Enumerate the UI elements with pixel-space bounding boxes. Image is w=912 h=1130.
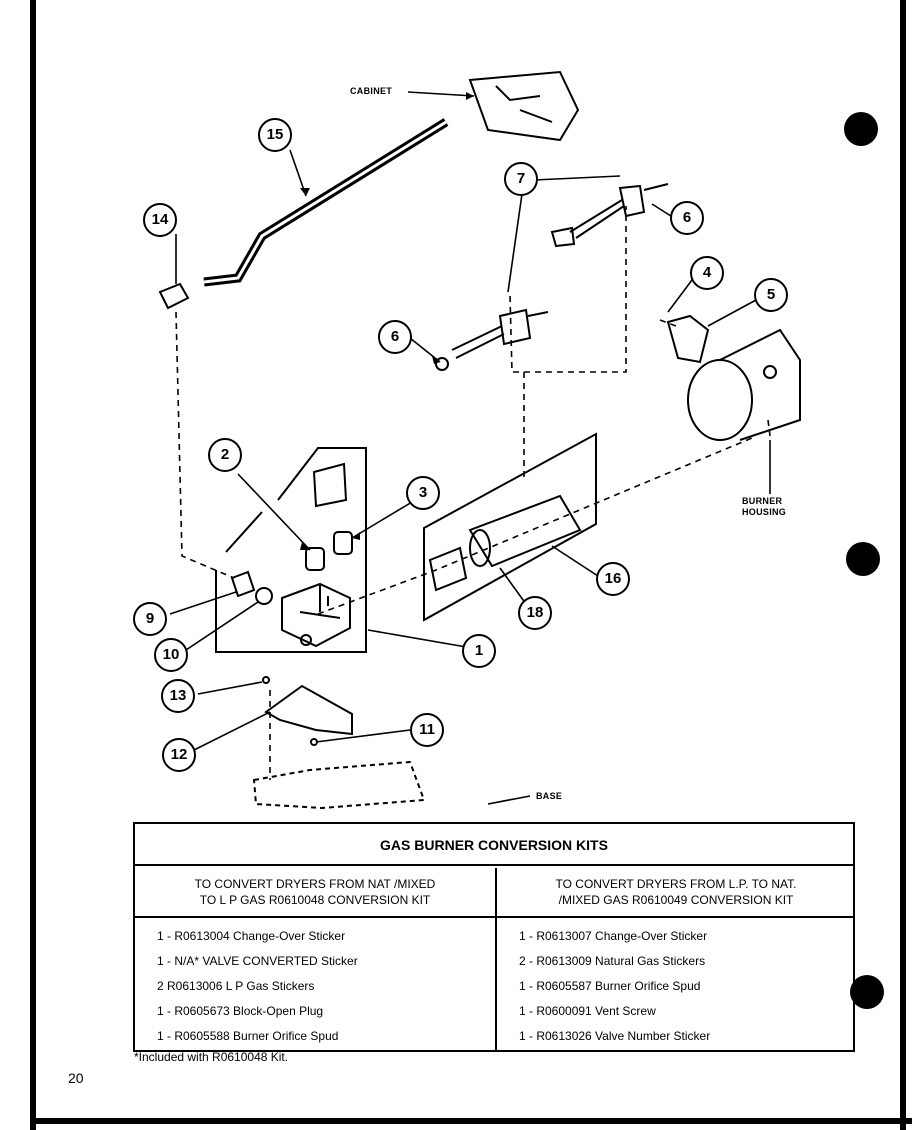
- block-open-plug: [255, 587, 273, 605]
- binder-hole: [850, 975, 884, 1009]
- gas-valve: [281, 582, 351, 648]
- kit-heading-line: TO CONVERT DRYERS FROM L.P. TO NAT.: [555, 877, 797, 891]
- kit-row: 1 - R0605587 Burner Orifice Spud: [519, 979, 701, 993]
- callout-14: 14: [143, 203, 177, 237]
- kit-heading-line: TO CONVERT DRYERS FROM NAT /MIXED: [194, 877, 436, 891]
- solenoid-coil: [305, 547, 325, 571]
- kit-heading: TO CONVERT DRYERS FROM NAT /MIXED TO L P…: [135, 868, 495, 918]
- callout-12: 12: [162, 738, 196, 772]
- kit-heading-line: TO L P GAS R0610048 CONVERSION KIT: [199, 893, 431, 907]
- callout-5: 5: [754, 278, 788, 312]
- kit-row: 1 - R0605588 Burner Orifice Spud: [157, 1029, 339, 1043]
- callout-3: 3: [406, 476, 440, 510]
- gas-supply-tube: [203, 118, 449, 287]
- callout-18: 18: [518, 596, 552, 630]
- valve-mounting-bracket: [264, 684, 353, 736]
- base-outline: [252, 760, 426, 810]
- conversion-kits-table: GAS BURNER CONVERSION KITS TO CONVERT DR…: [133, 822, 855, 1052]
- kit-row: 1 - R0605673 Block-Open Plug: [157, 1004, 324, 1018]
- page-border-left: [30, 0, 36, 1130]
- kit-row: 1 - R0613026 Valve Number Sticker: [519, 1029, 711, 1043]
- valve-bracket-outline: [215, 447, 367, 653]
- callout-2: 2: [208, 438, 242, 472]
- igniter-upper: [550, 183, 669, 248]
- kit-row: 1 - R0613007 Change-Over Sticker: [519, 929, 708, 943]
- binder-hole: [846, 542, 880, 576]
- burner-tube: [428, 494, 582, 592]
- callout-6-lower: 6: [378, 320, 412, 354]
- page-number: 20: [68, 1070, 84, 1086]
- burner-housing: [666, 314, 801, 441]
- callout-1: 1: [462, 634, 496, 668]
- tube-fitting: [158, 282, 190, 310]
- label-burner: BURNER: [742, 496, 783, 506]
- kit-heading: TO CONVERT DRYERS FROM L.P. TO NAT. /MIX…: [497, 868, 855, 918]
- exploded-parts-diagram: [158, 70, 801, 810]
- kit-row: 1 - N/A* VALVE CONVERTED Sticker: [157, 954, 358, 968]
- burner-panel: [423, 432, 597, 622]
- callout-4: 4: [690, 256, 724, 290]
- kit-row: 2 R0613006 L P Gas Stickers: [157, 979, 315, 993]
- callout-10: 10: [154, 638, 188, 672]
- label-cabinet: CABINET: [350, 86, 393, 96]
- igniter-lower: [435, 308, 549, 371]
- kit-row: 2 - R0613009 Natural Gas Stickers: [519, 954, 706, 968]
- solenoid-coil: [333, 531, 353, 555]
- callout-11: 11: [410, 713, 444, 747]
- kit-column-nat-to-lp: TO CONVERT DRYERS FROM NAT /MIXED TO L P…: [135, 868, 497, 1050]
- label-housing: HOUSING: [742, 507, 787, 517]
- callout-13: 13: [161, 679, 195, 713]
- callout-6-upper: 6: [670, 201, 704, 235]
- kit-footnote: *Included with R0610048 Kit.: [134, 1050, 289, 1064]
- kits-title: GAS BURNER CONVERSION KITS: [135, 824, 853, 866]
- orifice-fitting: [230, 570, 256, 598]
- kit-heading-line: /MIXED GAS R0610049 CONVERSION KIT: [558, 893, 794, 907]
- label-base: BASE: [536, 791, 563, 801]
- kit-column-lp-to-nat: TO CONVERT DRYERS FROM L.P. TO NAT. /MIX…: [497, 868, 855, 1050]
- page-border-right: [900, 0, 906, 1130]
- binder-hole: [844, 112, 878, 146]
- callout-15: 15: [258, 118, 292, 152]
- page-border-bottom: [30, 1118, 912, 1124]
- kit-row: 1 - R0600091 Vent Screw: [519, 1004, 656, 1018]
- callout-16: 16: [596, 562, 630, 596]
- cabinet-bracket: [468, 70, 580, 142]
- callout-7: 7: [504, 162, 538, 196]
- page-margin-right: [906, 0, 912, 1130]
- kit-row: 1 - R0613004 Change-Over Sticker: [157, 929, 346, 943]
- callout-9: 9: [133, 602, 167, 636]
